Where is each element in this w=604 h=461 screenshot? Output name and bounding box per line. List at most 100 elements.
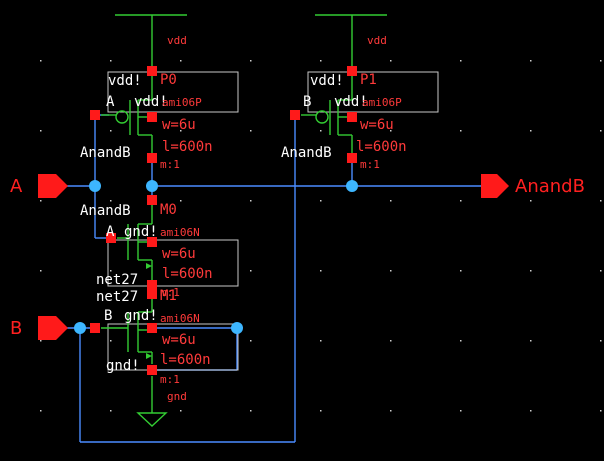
nmos-m0[interactable] <box>107 205 239 287</box>
p0-l: l=600n <box>162 139 213 155</box>
m0-model: ami06N <box>160 226 200 239</box>
input-pin-a[interactable] <box>38 174 68 198</box>
p1-l: l=600n <box>356 139 407 155</box>
m0-term-bottom: net27 <box>96 272 138 288</box>
m1-term-top: net27 <box>96 289 138 305</box>
pin-m0-body[interactable] <box>147 237 157 247</box>
p1-m: m:1 <box>360 158 380 171</box>
pin-m0-source[interactable] <box>147 280 157 290</box>
pin-p0-gate[interactable] <box>90 110 100 120</box>
grid-dot <box>320 340 322 342</box>
grid-dot <box>180 200 182 202</box>
grid-dot <box>250 60 252 62</box>
p0-m: m:1 <box>160 158 180 171</box>
nmos-m1[interactable] <box>101 298 239 371</box>
port-label-a: A <box>10 176 23 197</box>
grid-dot <box>40 200 42 202</box>
pin-p1-drain[interactable] <box>347 153 357 163</box>
grid-dot <box>600 270 602 272</box>
m0-term-gate: A <box>106 224 115 240</box>
m0-m: m:1 <box>160 286 180 299</box>
grid-dot <box>110 410 112 412</box>
pin-p1-body[interactable] <box>347 112 357 122</box>
grid-dot <box>600 60 602 62</box>
grid-dot <box>600 130 602 132</box>
p1-term-bottom: AnandB <box>281 145 332 161</box>
junction-b[interactable] <box>74 322 86 334</box>
grid-dot <box>250 340 252 342</box>
grid-dot <box>250 130 252 132</box>
grid-dot <box>40 130 42 132</box>
input-pin-b[interactable] <box>38 316 68 340</box>
grid-dot <box>460 130 462 132</box>
grid-dot <box>600 410 602 412</box>
p0-name: P0 <box>160 72 177 88</box>
m1-term-body: gnd! <box>124 308 158 324</box>
junction-out-p0[interactable] <box>146 180 158 192</box>
p1-name: P1 <box>360 72 377 88</box>
grid-dot <box>390 410 392 412</box>
pin-m0-gate[interactable] <box>106 233 116 243</box>
vdd-left-symbol[interactable] <box>115 14 187 66</box>
m1-term-bottom: gnd! <box>106 358 140 374</box>
grid-dot <box>390 200 392 202</box>
pin-p0-body[interactable] <box>147 112 157 122</box>
p0-term-gate: A <box>106 94 115 110</box>
grid-dot <box>250 200 252 202</box>
p0-w: w=6u <box>162 117 196 133</box>
output-pin-anandb[interactable] <box>481 174 509 198</box>
grid-dot <box>40 340 42 342</box>
m0-term-body: gnd! <box>124 224 158 240</box>
junction-out-p1[interactable] <box>346 180 358 192</box>
p0-term-top: vdd! <box>108 73 142 89</box>
grid-dot <box>110 340 112 342</box>
grid-dot <box>390 340 392 342</box>
pmos-p1[interactable] <box>301 71 439 153</box>
m1-m: m:1 <box>160 373 180 386</box>
grid-dot <box>530 60 532 62</box>
grid-dot <box>460 410 462 412</box>
pins <box>90 66 357 375</box>
grid-dot <box>530 340 532 342</box>
p1-w: w=6u <box>360 117 394 133</box>
p1-term-body: vdd! <box>334 94 368 110</box>
vdd-right-symbol[interactable] <box>315 14 387 66</box>
pin-p0-drain[interactable] <box>147 153 157 163</box>
grid-dot <box>320 60 322 62</box>
p1-term-top: vdd! <box>310 73 344 89</box>
junction-a[interactable] <box>89 180 101 192</box>
grid-dot <box>180 60 182 62</box>
p0-term-body: vdd! <box>134 94 168 110</box>
junction-gnd[interactable] <box>231 322 243 334</box>
grid-dot <box>600 200 602 202</box>
vdd-right-label: vdd <box>367 34 387 47</box>
pin-p1-source[interactable] <box>347 66 357 76</box>
grid-dot <box>110 270 112 272</box>
grid-dot <box>460 200 462 202</box>
pin-m1-drain[interactable] <box>147 289 157 299</box>
p0-term-bottom: AnandB <box>80 145 131 161</box>
wires <box>66 114 482 443</box>
pin-m0-drain[interactable] <box>147 195 157 205</box>
grid-dot <box>110 200 112 202</box>
grid-dot <box>110 60 112 62</box>
pin-p0-source[interactable] <box>147 66 157 76</box>
p1-term-gate: B <box>303 94 311 110</box>
m0-w: w=6u <box>162 246 196 262</box>
m0-name: M0 <box>160 202 177 218</box>
pin-p1-gate[interactable] <box>290 110 300 120</box>
grid-dot <box>460 340 462 342</box>
pin-m1-gate[interactable] <box>90 323 100 333</box>
grid-dot <box>40 270 42 272</box>
grid-dot <box>530 410 532 412</box>
grid-dot <box>530 270 532 272</box>
gnd-symbol[interactable] <box>136 376 168 427</box>
grid-dot <box>320 410 322 412</box>
pin-m1-source[interactable] <box>147 365 157 375</box>
grid-dot <box>180 340 182 342</box>
m1-name: M1 <box>160 288 177 304</box>
pin-m1-body[interactable] <box>147 323 157 333</box>
m1-model: ami06N <box>160 312 200 325</box>
pmos-p0[interactable] <box>101 71 239 153</box>
